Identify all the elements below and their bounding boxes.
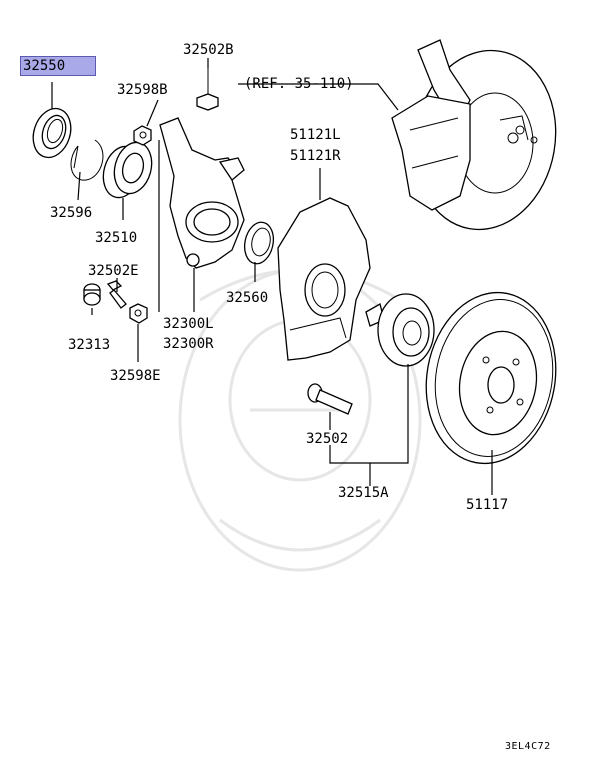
knuckle-icon[interactable]: [159, 117, 245, 269]
part-label-32550[interactable]: 32550: [20, 56, 96, 76]
oil-seal-icon[interactable]: [27, 104, 77, 163]
bolt-icon[interactable]: [196, 68, 219, 111]
bolt-icon[interactable]: [83, 283, 101, 306]
bolt-icon[interactable]: [307, 383, 353, 415]
part-label-32300L[interactable]: 32300L: [163, 316, 214, 332]
oil-seal-icon[interactable]: [241, 220, 277, 267]
snap-ring-icon[interactable]: [70, 139, 104, 181]
part-label-32300R[interactable]: 32300R: [163, 336, 214, 352]
leader-lines: [51, 58, 493, 495]
bolt-icon[interactable]: [106, 280, 127, 309]
nut-icon[interactable]: [133, 125, 152, 146]
part-label-51117[interactable]: 51117: [466, 497, 509, 513]
bearing-icon[interactable]: [98, 138, 157, 202]
part-label-51121L[interactable]: 51121L: [290, 127, 341, 143]
part-label-32502B[interactable]: 32502B: [183, 42, 234, 58]
part-label-32596[interactable]: 32596: [50, 205, 93, 221]
brake-disc-icon[interactable]: [413, 282, 569, 474]
dust-shield-icon[interactable]: [277, 197, 371, 361]
part-label-32598B[interactable]: 32598B: [117, 82, 168, 98]
hub-icon[interactable]: [365, 293, 435, 367]
part-label-32598E[interactable]: 32598E: [110, 368, 161, 384]
part-label-32560[interactable]: 32560: [226, 290, 269, 306]
nut-icon[interactable]: [129, 303, 148, 324]
part-label-32510[interactable]: 32510: [95, 230, 138, 246]
reference-label: (REF. 35-110): [244, 76, 354, 92]
part-label-32502[interactable]: 32502: [306, 431, 349, 447]
diagram-code: 3EL4C72: [505, 741, 551, 752]
caliper-icon: [391, 39, 557, 231]
part-label-32502E[interactable]: 32502E: [88, 263, 139, 279]
part-label-32515A[interactable]: 32515A: [338, 485, 389, 501]
part-label-32313[interactable]: 32313: [68, 337, 111, 353]
part-label-51121R[interactable]: 51121R: [290, 148, 341, 164]
